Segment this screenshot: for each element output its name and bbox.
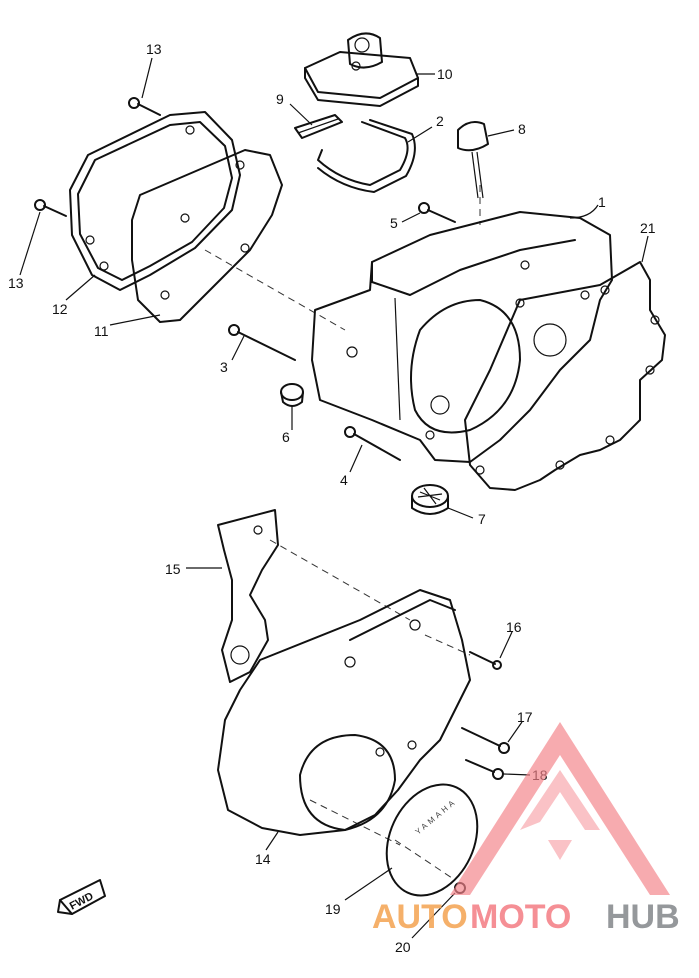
- label-15: 15: [165, 561, 181, 577]
- bolt-17: [461, 727, 510, 754]
- part-2-u-bracket: [317, 119, 416, 193]
- label-19: 19: [325, 901, 341, 917]
- bolt-4: [344, 426, 401, 461]
- label-1: 1: [598, 194, 606, 210]
- part-6-plug: [280, 383, 304, 407]
- part-7-filter: [411, 484, 449, 515]
- label-2: 2: [436, 113, 444, 129]
- label-9: 9: [276, 91, 284, 107]
- bolt-18: [465, 759, 504, 780]
- label-3: 3: [220, 359, 228, 375]
- fwd-arrow: FWD: [57, 879, 106, 915]
- part-1-crankcase: [311, 211, 613, 463]
- label-17: 17: [517, 709, 533, 725]
- label-13-top: 13: [146, 41, 162, 57]
- label-16: 16: [506, 619, 522, 635]
- part-12-cover: [69, 111, 241, 291]
- label-14: 14: [255, 851, 271, 867]
- label-10: 10: [437, 66, 453, 82]
- leader-lines: [19, 57, 649, 939]
- watermark-auto: AUTO: [372, 898, 468, 936]
- bolt-5: [418, 202, 456, 223]
- label-20: 20: [395, 939, 411, 955]
- part-19-round-cover: YAMAHA: [385, 783, 479, 897]
- part-11-gasket: [131, 149, 283, 323]
- label-13-left: 13: [8, 275, 24, 291]
- part-9-strip: [294, 114, 343, 139]
- part-10-top-plate: [304, 32, 419, 107]
- part-14-side-cover: [217, 589, 471, 836]
- bolt-13-left: [34, 199, 67, 217]
- watermark-logo: AUTO MOTO HUB: [372, 722, 680, 936]
- bolt-13-top: [128, 97, 161, 116]
- label-7: 7: [478, 511, 486, 527]
- label-4: 4: [340, 472, 348, 488]
- label-11: 11: [94, 323, 109, 339]
- cover-lettering: YAMAHA: [414, 797, 459, 837]
- bolt-16: [469, 651, 502, 670]
- watermark-triangle: [450, 722, 560, 895]
- label-12: 12: [52, 301, 68, 317]
- alignment-lines: [204, 185, 481, 881]
- part-15-bracket: [217, 509, 279, 683]
- watermark-moto: MOTO: [470, 898, 571, 936]
- label-8: 8: [518, 121, 526, 137]
- label-5: 5: [390, 215, 398, 231]
- watermark-hub: HUB: [606, 898, 680, 936]
- bolt-3: [228, 324, 296, 361]
- label-21: 21: [640, 220, 656, 236]
- label-6: 6: [282, 429, 290, 445]
- part-8-cap: [457, 121, 489, 199]
- part-21-gasket: [464, 261, 666, 491]
